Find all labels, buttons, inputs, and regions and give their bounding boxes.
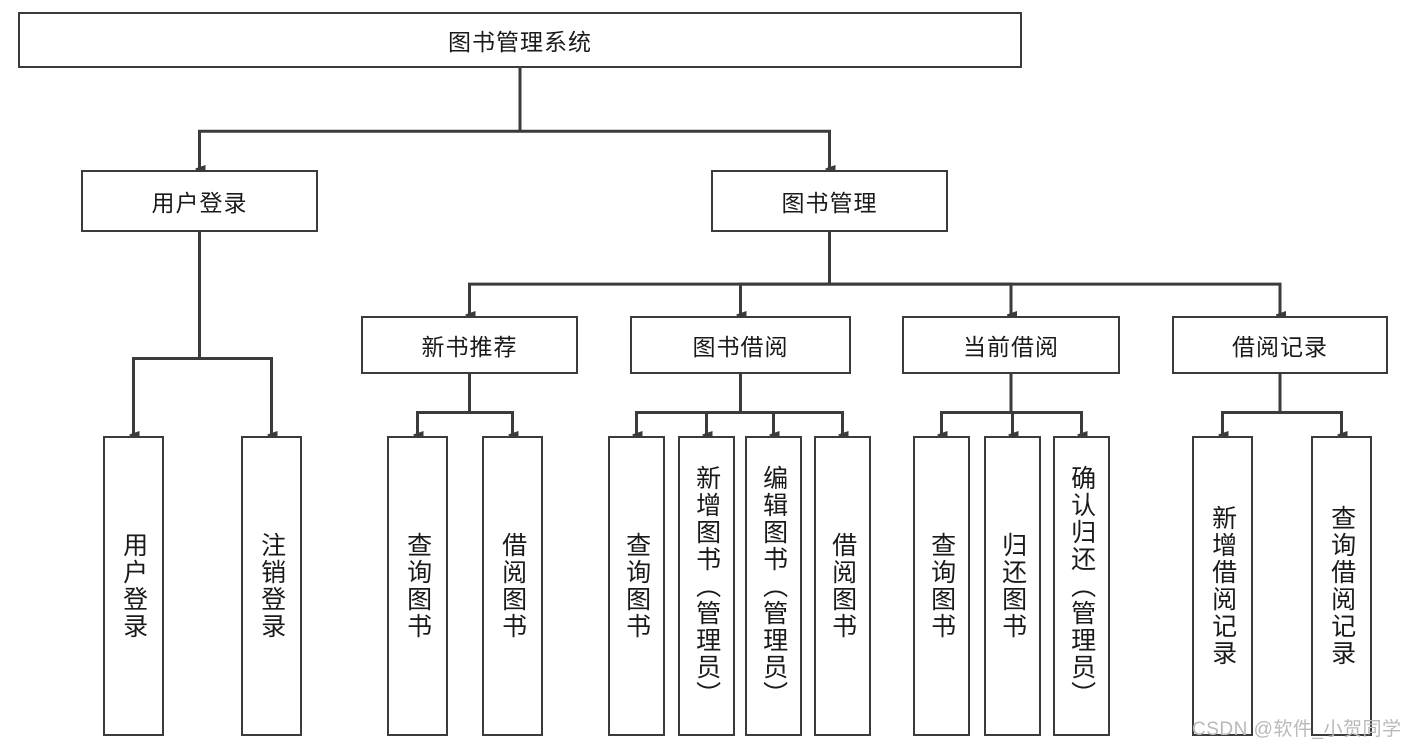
node-label: 编辑图书（管理员） bbox=[759, 464, 788, 708]
node-leaf-query-book[interactable]: 查询图书 bbox=[608, 436, 665, 736]
node-current-borrow[interactable]: 当前借阅 bbox=[902, 316, 1120, 374]
node-label: 注销登录 bbox=[257, 532, 286, 640]
node-label: 确认归还（管理员） bbox=[1067, 464, 1096, 708]
connector bbox=[740, 410, 774, 435]
node-leaf-borrow-book-rec[interactable]: 借阅图书 bbox=[482, 436, 543, 736]
node-label: 用户登录 bbox=[119, 532, 148, 640]
node-book-manage[interactable]: 图书管理 bbox=[711, 170, 948, 232]
connector bbox=[829, 282, 1012, 315]
connector bbox=[637, 410, 741, 435]
node-label: 当前借阅 bbox=[963, 334, 1059, 360]
node-root[interactable]: 图书管理系统 bbox=[18, 12, 1022, 68]
connector bbox=[470, 282, 830, 315]
connector bbox=[1011, 410, 1013, 435]
node-label: 图书借阅 bbox=[692, 334, 789, 360]
node-label: 图书管理 bbox=[781, 190, 878, 216]
node-label: 查询图书 bbox=[403, 532, 432, 640]
node-leaf-confirm-return[interactable]: 确认归还（管理员） bbox=[1053, 436, 1110, 736]
connector bbox=[1223, 410, 1280, 435]
node-label: 归还图书 bbox=[998, 532, 1027, 640]
node-label: 借阅图书 bbox=[498, 532, 527, 640]
node-label: 图书管理系统 bbox=[448, 29, 592, 55]
connector bbox=[942, 410, 1011, 435]
connector bbox=[418, 410, 470, 435]
node-user-login[interactable]: 用户登录 bbox=[81, 170, 318, 232]
connector bbox=[741, 282, 830, 315]
connector bbox=[200, 129, 520, 169]
node-leaf-query-book-cur[interactable]: 查询图书 bbox=[913, 436, 970, 736]
connector bbox=[1011, 410, 1082, 435]
node-leaf-query-book-rec[interactable]: 查询图书 bbox=[387, 436, 448, 736]
node-label: 新增借阅记录 bbox=[1208, 505, 1237, 667]
connector bbox=[1280, 410, 1342, 435]
connector bbox=[199, 356, 272, 435]
node-leaf-add-record[interactable]: 新增借阅记录 bbox=[1192, 436, 1253, 736]
node-label: 用户登录 bbox=[151, 190, 248, 216]
node-label: 新增图书（管理员） bbox=[692, 464, 721, 708]
node-label: 借阅记录 bbox=[1232, 334, 1328, 360]
node-leaf-return-book[interactable]: 归还图书 bbox=[984, 436, 1041, 736]
node-label: 查询图书 bbox=[927, 532, 956, 640]
node-leaf-edit-book[interactable]: 编辑图书（管理员） bbox=[745, 436, 802, 736]
node-label: 查询借阅记录 bbox=[1327, 505, 1356, 667]
connector bbox=[469, 410, 513, 435]
connector bbox=[134, 356, 200, 435]
node-leaf-user-logout[interactable]: 注销登录 bbox=[241, 436, 302, 736]
node-borrow-record[interactable]: 借阅记录 bbox=[1172, 316, 1388, 374]
node-label: 查询图书 bbox=[622, 532, 651, 640]
node-label: 借阅图书 bbox=[828, 532, 857, 640]
connector bbox=[829, 282, 1281, 315]
connector bbox=[707, 410, 741, 435]
node-leaf-user-login[interactable]: 用户登录 bbox=[103, 436, 164, 736]
node-label: 新书推荐 bbox=[421, 334, 518, 360]
node-new-book-rec[interactable]: 新书推荐 bbox=[361, 316, 578, 374]
node-leaf-add-book[interactable]: 新增图书（管理员） bbox=[678, 436, 735, 736]
node-leaf-query-record[interactable]: 查询借阅记录 bbox=[1311, 436, 1372, 736]
csdn-watermark: CSDN @软件_小贺同学 bbox=[1192, 719, 1402, 740]
node-book-borrow[interactable]: 图书借阅 bbox=[630, 316, 851, 374]
node-leaf-borrow-book[interactable]: 借阅图书 bbox=[814, 436, 871, 736]
connector bbox=[740, 410, 843, 435]
connector bbox=[520, 129, 830, 169]
